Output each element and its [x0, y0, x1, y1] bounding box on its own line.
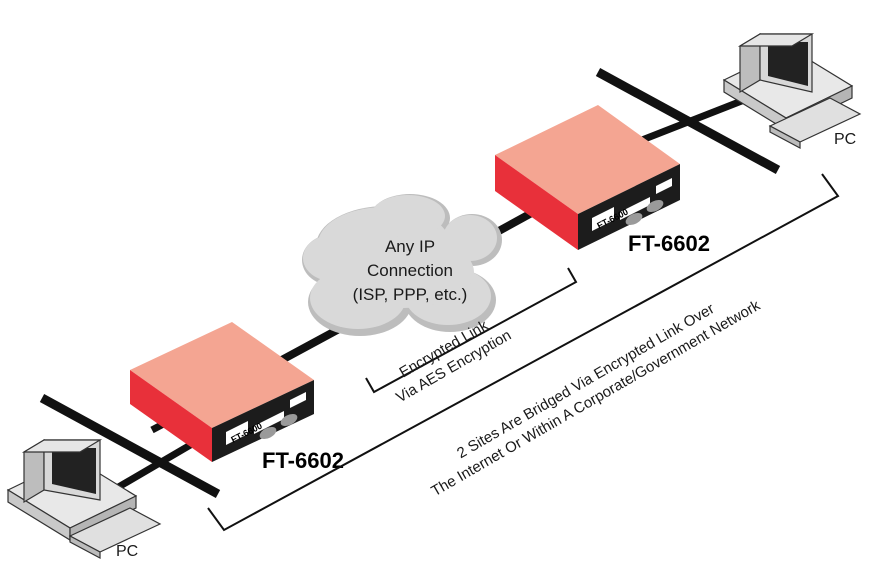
- device-top: FT-6600 FT-6602: [495, 105, 710, 256]
- pc-top-label: PC: [834, 131, 856, 148]
- cloud-text-line3: (ISP, PPP, etc.): [353, 285, 468, 304]
- cloud-text-line1: Any IP: [385, 237, 435, 256]
- pc-top: PC: [722, 32, 862, 149]
- device-bottom-label: FT-6602: [262, 448, 344, 473]
- device-bottom: FT-6600 FT-6602: [130, 322, 344, 473]
- bracket-bridged-sites: [207, 173, 840, 532]
- pc-bottom-label: PC: [116, 543, 138, 560]
- device-top-label: FT-6602: [628, 231, 710, 256]
- cloud-text-line2: Connection: [367, 261, 453, 280]
- ip-cloud: Any IP Connection (ISP, PPP, etc.): [302, 194, 502, 336]
- pc-bottom: PC: [6, 438, 162, 560]
- bridged-sites-line1: 2 Sites Are Bridged Via Encrypted Link O…: [454, 300, 717, 462]
- bracket-encrypted-link: [365, 267, 578, 394]
